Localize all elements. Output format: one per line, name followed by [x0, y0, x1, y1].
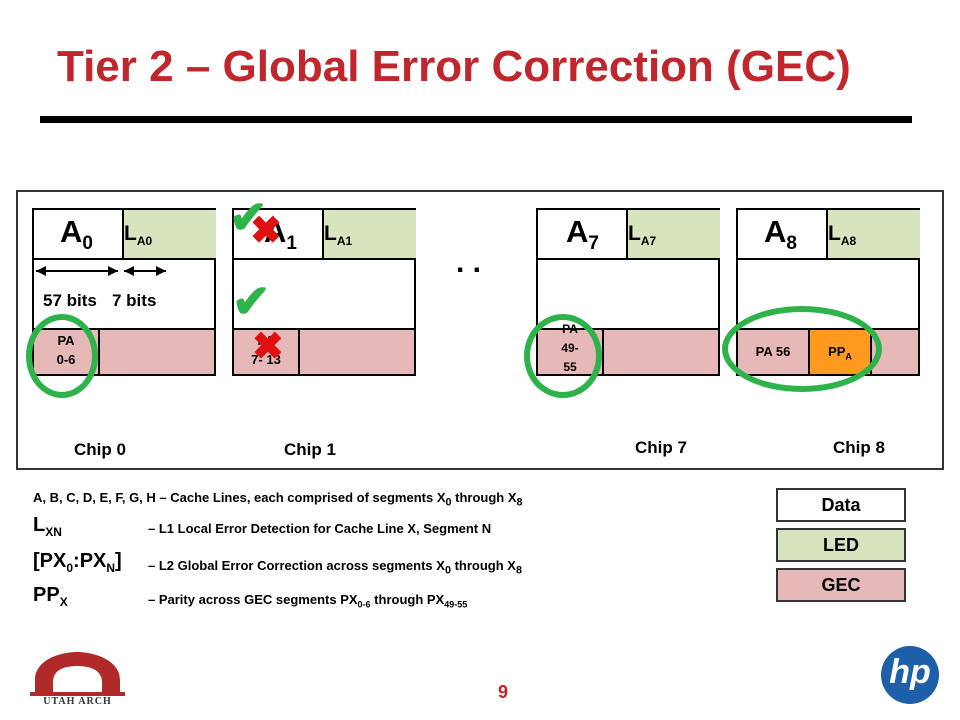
page-title: Tier 2 – Global Error Correction (GEC): [57, 42, 851, 91]
chip-1-gec-row: PA 7- 13: [234, 328, 414, 374]
chip-8-led-cell: [826, 210, 920, 260]
utah-arch-logo: UTAH ARCH: [30, 650, 125, 710]
arrow-left-head: [36, 266, 46, 276]
chip-0-gec-circle: [26, 314, 98, 398]
chip-0-data-label: A0: [60, 214, 93, 255]
check-mark-icon: ✔: [232, 275, 271, 327]
chip-0-label: Chip 0: [74, 440, 126, 459]
definition-px-term: [PX0:PXN]: [33, 550, 122, 575]
chip-8-row-divider: [738, 258, 918, 260]
chip-1-gec-segment: PA 7- 13: [234, 330, 300, 374]
cross-mark-icon: ✖: [250, 210, 282, 252]
diagram-frame: [16, 190, 944, 470]
definition-pp-term: PPX: [33, 584, 68, 609]
definition-pp-desc: – Parity across GEC segments PX0-6 throu…: [148, 592, 468, 610]
chip-1-block: A1 LA1 PA 7- 13: [232, 208, 416, 376]
page-number: 9: [498, 682, 509, 702]
chip-7-row-divider: [538, 258, 718, 260]
chip-7-gec-circle: [524, 314, 602, 398]
arch-icon: [30, 652, 125, 696]
chip-8-label: Chip 8: [833, 438, 885, 457]
check-mark-icon: ✔: [229, 191, 268, 243]
chip-8-led-label: LA8: [828, 222, 857, 249]
bits-57-label: 57 bits: [43, 291, 97, 310]
chip-1-label: Chip 1: [284, 440, 336, 459]
chip-1-data-label: A1: [264, 214, 297, 255]
chip-7-led-label: LA7: [628, 222, 657, 249]
legend-led: LED: [776, 528, 906, 562]
bit-width-arrows: [36, 266, 166, 276]
definition-lxn-term: LXN: [33, 514, 62, 539]
hp-logo-icon: [881, 646, 939, 704]
hp-logo-text: hp: [889, 653, 931, 691]
chip-8-gec-parity-circle: [722, 306, 882, 392]
chip-1-row-divider: [234, 258, 414, 260]
definition-px-desc: – L2 Global Error Correction across segm…: [148, 558, 522, 577]
legend-data: Data: [776, 488, 906, 522]
title-divider: [40, 116, 912, 123]
bits-7-label: 7 bits: [112, 291, 157, 310]
chip-0-led-cell: [122, 210, 216, 260]
legend-gec: GEC: [776, 568, 906, 602]
cross-mark-icon: ✖: [252, 326, 284, 368]
definition-cache-lines: A, B, C, D, E, F, G, H – Cache Lines, ea…: [33, 490, 523, 509]
chip-0-led-label: LA0: [124, 222, 153, 249]
hp-logo: hp: [880, 645, 940, 705]
chip-0-row-divider: [34, 258, 214, 260]
arrow-right-head: [108, 266, 118, 276]
definition-lxn-desc: – L1 Local Error Detection for Cache Lin…: [148, 521, 492, 536]
arrow-right-head: [156, 266, 166, 276]
chip-7-label: Chip 7: [635, 438, 687, 457]
chip-8-data-label: A8: [764, 214, 797, 255]
utah-arch-text: UTAH ARCH: [43, 696, 112, 707]
arrow-left-head: [124, 266, 134, 276]
chip-1-led-label: LA1: [324, 222, 353, 249]
ellipsis: . .: [456, 246, 482, 279]
chip-7-data-label: A7: [566, 214, 599, 255]
